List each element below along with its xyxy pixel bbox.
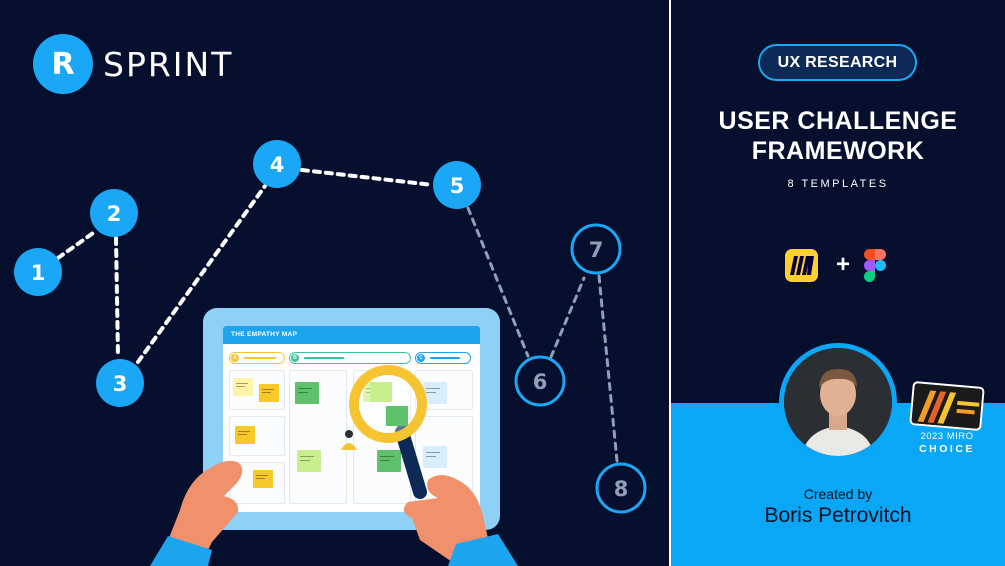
award-logo	[909, 380, 985, 432]
svg-text:6: 6	[533, 370, 548, 394]
svg-text:7: 7	[589, 238, 604, 262]
step-node-5: 5	[433, 161, 481, 209]
sprint-logo: R SPRINT	[33, 34, 233, 94]
path-segment-2-3	[114, 236, 120, 358]
right-hand-illustration	[403, 475, 518, 566]
award-year: 2023 MIRO	[920, 431, 974, 442]
svg-text:5: 5	[450, 174, 465, 198]
column-header-c: C	[415, 352, 471, 364]
logo-mark: R	[33, 34, 93, 94]
path-segment-7-8	[597, 274, 619, 463]
step-node-6: 6	[514, 355, 566, 407]
page-title: USER CHALLENGE FRAMEWORK	[671, 106, 1005, 166]
tool-icons: +	[785, 248, 887, 282]
path-segment-4-5	[300, 168, 435, 187]
step-node-1: 1	[14, 248, 62, 296]
magnifier-icon	[349, 365, 427, 499]
path-segment-6-7	[549, 276, 586, 359]
svg-text:4: 4	[270, 153, 285, 177]
author-avatar	[779, 343, 897, 461]
sticky-note	[235, 426, 255, 444]
person-icon	[341, 430, 357, 450]
left-hand-illustration	[150, 460, 243, 566]
sticky-note	[377, 450, 401, 472]
path-segment-5-6	[466, 206, 530, 358]
sticky-note	[253, 470, 273, 488]
board-title: THE EMPATHY MAP	[223, 326, 480, 344]
path-segment-1-2	[56, 229, 98, 260]
column-header-b: B	[289, 352, 411, 364]
journey-path: 1 2 3 4 5 6 7 8	[14, 140, 647, 514]
step-node-7: 7	[570, 223, 622, 275]
figma-icon	[864, 248, 887, 282]
logo-wordmark: SPRINT	[103, 44, 234, 84]
sticky-note	[233, 378, 253, 396]
created-by-label: Created by	[803, 486, 873, 502]
tablet-illustration: THE EMPATHY MAP A B C	[203, 308, 500, 530]
info-panel: UX RESEARCH USER CHALLENGE FRAMEWORK 8 T…	[671, 0, 1005, 566]
panel-divider	[669, 0, 671, 566]
plus-sign: +	[836, 251, 851, 278]
column-header-a: A	[229, 352, 285, 364]
title-line-1: USER CHALLENGE	[718, 107, 958, 135]
svg-text:8: 8	[614, 477, 629, 501]
sticky-note	[423, 382, 447, 404]
step-node-3: 3	[96, 359, 144, 407]
svg-text:1: 1	[31, 261, 46, 285]
title-line-2: FRAMEWORK	[751, 137, 925, 165]
path-segment-3-4	[136, 184, 267, 364]
category-badge: UX RESEARCH	[758, 44, 917, 81]
svg-text:3: 3	[113, 372, 128, 396]
step-node-2: 2	[90, 189, 138, 237]
svg-text:2: 2	[107, 202, 122, 226]
sticky-note	[295, 382, 319, 404]
author-name: Boris Petrovitch	[764, 504, 912, 527]
sticky-note	[259, 384, 279, 402]
sticky-note	[297, 450, 321, 472]
award-label: CHOICE	[919, 443, 975, 455]
miro-icon	[785, 248, 818, 282]
step-node-4: 4	[253, 140, 301, 188]
miro-choice-award: 2023 MIRO CHOICE	[907, 380, 987, 460]
journey-canvas: R SPRINT 1 2 3 4 5 6 7 8	[14, 34, 647, 566]
step-node-8: 8	[595, 462, 647, 514]
template-count: 8 TEMPLATES	[787, 178, 889, 190]
sticky-note	[423, 446, 447, 468]
